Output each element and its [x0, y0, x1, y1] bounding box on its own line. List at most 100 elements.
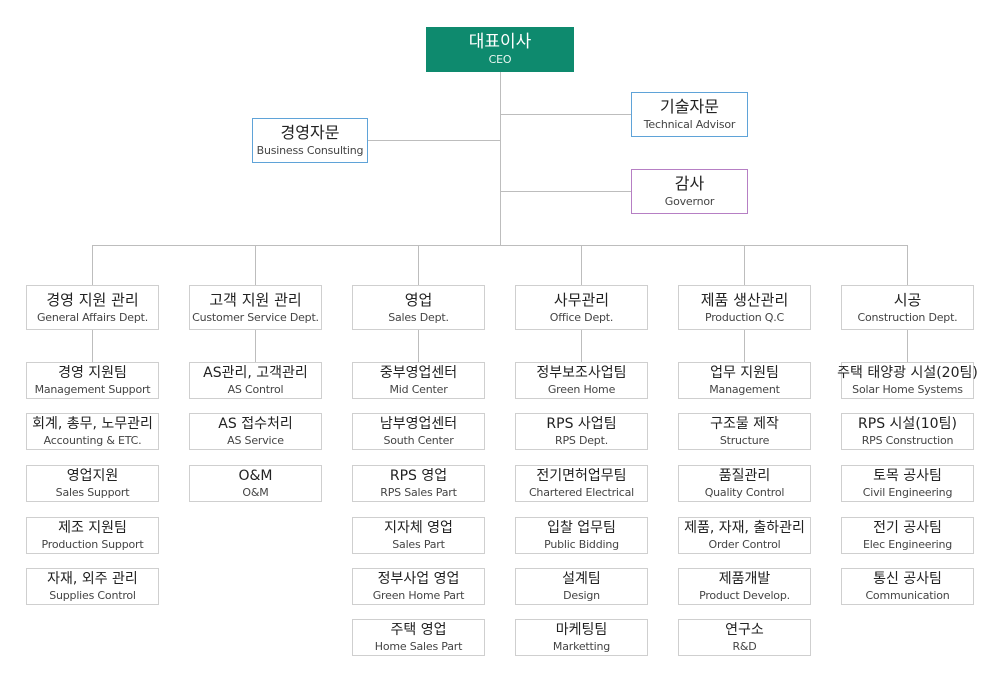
team-label-ko: O&M	[238, 468, 273, 484]
dept-production-qc: 제품 생산관리 Production Q.C	[678, 285, 811, 330]
dept-office: 사무관리 Office Dept.	[515, 285, 648, 330]
business-consulting-ko: 경영자문	[280, 123, 340, 142]
dept-label-ko: 영업	[404, 290, 433, 309]
team-box: 토목 공사팀 Civil Engineering	[841, 465, 974, 502]
team-label-en: Sales Part	[392, 538, 445, 551]
dept-label-en: Office Dept.	[549, 310, 614, 324]
dept-customer-service: 고객 지원 관리 Customer Service Dept.	[189, 285, 322, 330]
team-box: 정부사업 영업 Green Home Part	[352, 568, 485, 605]
team-label-en: RPS Sales Part	[380, 486, 457, 499]
team-box: RPS 시설(10팀) RPS Construction	[841, 413, 974, 450]
dept-label-en: Sales Dept.	[388, 310, 449, 324]
team-label-en: Home Sales Part	[374, 640, 463, 653]
technical-advisor-ko: 기술자문	[660, 97, 719, 116]
technical-advisor-box: 기술자문 Technical Advisor	[631, 92, 748, 137]
team-label-en: RPS Construction	[861, 434, 954, 447]
governor-ko: 감사	[674, 174, 705, 193]
team-label-ko: 전기면허업무팀	[536, 468, 627, 484]
team-box: 회계, 총무, 노무관리 Accounting & ETC.	[26, 413, 159, 450]
team-label-ko: RPS 사업팀	[546, 416, 617, 432]
ceo-title-en: CEO	[488, 53, 512, 66]
team-label-en: Product Develop.	[699, 589, 790, 602]
team-label-ko: 토목 공사팀	[873, 468, 942, 484]
team-label-en: Chartered Electrical	[528, 486, 635, 499]
team-label-en: Green Home	[547, 383, 616, 396]
team-label-ko: 정부보조사업팀	[536, 365, 627, 381]
dept-general-affairs: 경영 지원 관리 General Affairs Dept.	[26, 285, 159, 330]
team-label-ko: 지자체 영업	[384, 520, 453, 536]
team-box: 품질관리 Quality Control	[678, 465, 811, 502]
dept-label-en: General Affairs Dept.	[36, 310, 149, 324]
team-box: 정부보조사업팀 Green Home	[515, 362, 648, 399]
team-label-ko: 제품, 자재, 출하관리	[684, 520, 805, 536]
team-label-en: R&D	[732, 640, 757, 653]
team-label-en: Quality Control	[704, 486, 785, 499]
team-box: 연구소 R&D	[678, 619, 811, 656]
team-label-ko: 주택 태양광 시설(20팀)	[837, 365, 978, 381]
dept-construction: 시공 Construction Dept.	[841, 285, 974, 330]
dept-sales: 영업 Sales Dept.	[352, 285, 485, 330]
team-label-ko: 설계팀	[562, 571, 601, 587]
team-box: O&M O&M	[189, 465, 322, 502]
team-label-ko: 입찰 업무팀	[547, 520, 616, 536]
team-box: 전기면허업무팀 Chartered Electrical	[515, 465, 648, 502]
team-label-ko: 정부사업 영업	[377, 571, 460, 587]
team-label-ko: 제조 지원팀	[58, 520, 127, 536]
team-label-ko: 제품개발	[718, 571, 771, 587]
team-label-ko: 자재, 외주 관리	[47, 571, 138, 587]
team-label-en: Production Support	[41, 538, 144, 551]
team-box: 자재, 외주 관리 Supplies Control	[26, 568, 159, 605]
business-consulting-en: Business Consulting	[256, 144, 364, 157]
team-label-en: Management Support	[34, 383, 151, 396]
team-label-en: Public Bidding	[544, 538, 619, 551]
dept-label-ko: 시공	[893, 290, 922, 309]
team-box: RPS 영업 RPS Sales Part	[352, 465, 485, 502]
dept-label-ko: 제품 생산관리	[700, 290, 789, 309]
business-consulting-box: 경영자문 Business Consulting	[252, 118, 368, 163]
team-label-en: Supplies Control	[49, 589, 136, 602]
team-box: 주택 태양광 시설(20팀)Solar Home Systems	[837, 362, 978, 399]
team-box: RPS 사업팀 RPS Dept.	[515, 413, 648, 450]
team-label-ko: AS 접수처리	[218, 416, 293, 432]
team-box: 입찰 업무팀 Public Bidding	[515, 517, 648, 554]
governor-box: 감사 Governor	[631, 169, 748, 214]
dept-label-ko: 경영 지원 관리	[46, 290, 139, 309]
team-label-en: Sales Support	[55, 486, 130, 499]
team-label-en: Civil Engineering	[862, 486, 953, 499]
team-label-en: Green Home Part	[372, 589, 465, 602]
dept-label-en: Customer Service Dept.	[192, 310, 319, 324]
team-box: 경영 지원팀 Management Support	[26, 362, 159, 399]
team-box: 제품개발 Product Develop.	[678, 568, 811, 605]
team-label-en: Communication	[865, 589, 950, 602]
team-label-en: O&M	[242, 486, 269, 499]
team-label-en: RPS Dept.	[555, 434, 608, 447]
team-label-ko: 경영 지원팀	[58, 365, 127, 381]
team-label-ko: 통신 공사팀	[873, 571, 942, 587]
team-label-ko: 연구소	[725, 622, 764, 638]
team-label-ko: 영업지원	[66, 468, 119, 484]
team-label-ko: RPS 시설(10팀)	[858, 416, 957, 432]
team-label-en: AS Control	[227, 383, 284, 396]
team-box: 주택 영업 Home Sales Part	[352, 619, 485, 656]
team-label-ko: 구조물 제작	[710, 416, 779, 432]
team-label-ko: 회계, 총무, 노무관리	[32, 416, 153, 432]
dept-label-ko: 사무관리	[553, 290, 610, 309]
dept-label-ko: 고객 지원 관리	[209, 290, 302, 309]
team-label-en: Accounting & ETC.	[43, 434, 142, 447]
team-label-ko: 주택 영업	[390, 622, 447, 638]
dept-label-en: Production Q.C	[704, 310, 785, 324]
team-label-ko: 품질관리	[718, 468, 771, 484]
team-box: 제조 지원팀 Production Support	[26, 517, 159, 554]
team-label-en: Order Control	[708, 538, 781, 551]
technical-advisor-en: Technical Advisor	[643, 118, 736, 131]
team-label-en: Mid Center	[389, 383, 448, 396]
team-label-ko: RPS 영업	[389, 468, 448, 484]
